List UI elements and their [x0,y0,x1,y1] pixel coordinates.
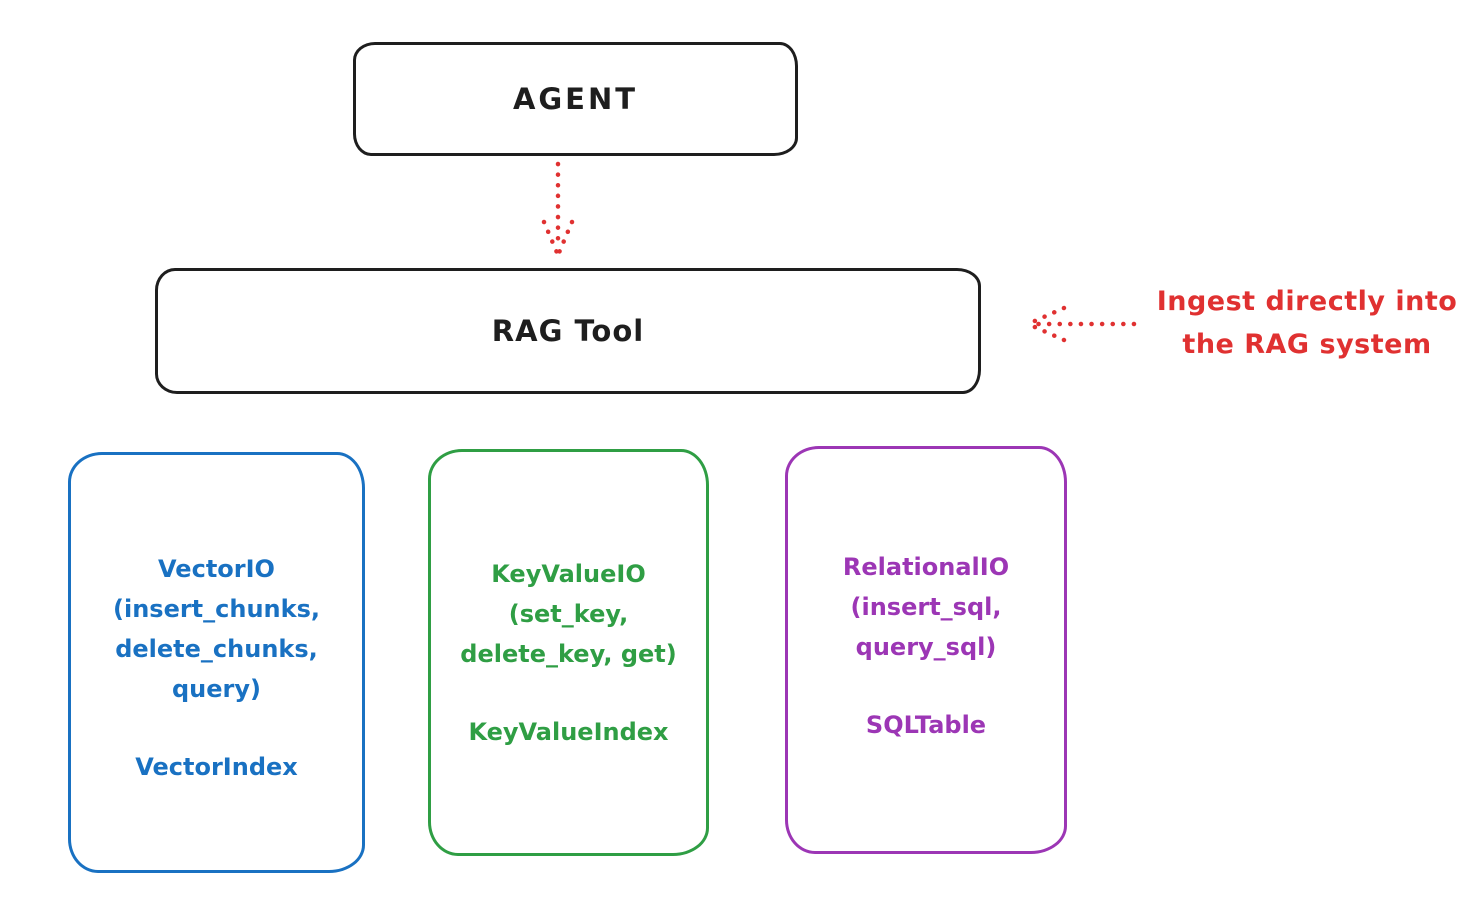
keyvalue-index-label: KeyValueIndex [468,718,669,746]
relational-io-method-line: query_sql) [855,633,997,661]
vector-io-box: VectorIO (insert_chunks, delete_chunks, … [68,452,365,873]
vector-io-title: VectorIO [158,555,275,583]
keyvalue-io-method-line: delete_key, get) [460,640,677,668]
sql-table-label: SQLTable [865,711,987,739]
relational-io-title: RelationalIO [842,553,1010,581]
ingest-arrow-icon [1025,305,1137,343]
agent-to-rag-arrow-icon [541,161,575,258]
vector-io-method-line: (insert_chunks, [113,595,320,623]
keyvalue-io-method-line: (set_key, [508,600,629,628]
ingest-annotation: Ingest directly into the RAG system [1146,280,1468,366]
ingest-annotation-line1: Ingest directly into [1156,286,1458,317]
keyvalue-io-box: KeyValueIO (set_key, delete_key, get) Ke… [428,449,709,856]
vector-index-label: VectorIndex [135,753,298,781]
keyvalue-io-title: KeyValueIO [491,560,646,588]
rag-tool-box: RAG Tool [155,268,981,394]
relational-io-box: RelationalIO (insert_sql, query_sql) SQL… [785,446,1067,854]
agent-label: AGENT [512,82,639,116]
vector-io-method-line: query) [172,675,261,703]
vector-io-method-line: delete_chunks, [115,635,318,663]
rag-tool-label: RAG Tool [491,314,645,348]
relational-io-method-line: (insert_sql, [850,593,1002,621]
ingest-annotation-line2: the RAG system [1182,329,1432,360]
agent-box: AGENT [353,42,798,156]
